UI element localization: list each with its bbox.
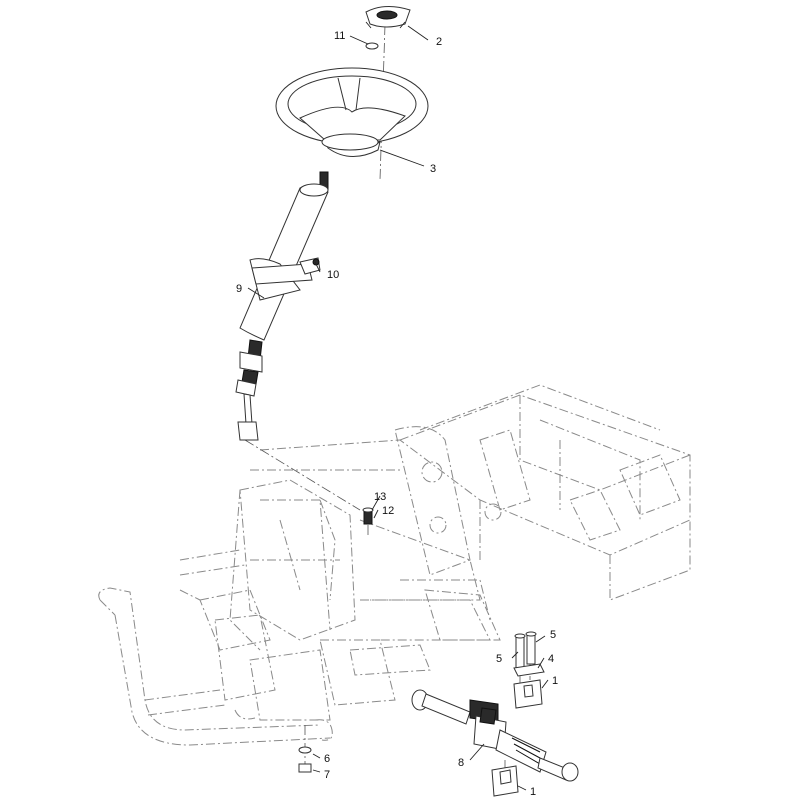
callout-5-left: 5	[496, 653, 502, 665]
washer	[365, 42, 379, 50]
steering-wheel-cap	[365, 6, 411, 29]
callout-11: 11	[334, 30, 345, 42]
callout-2: 2	[436, 36, 442, 48]
callout-12: 12	[382, 505, 394, 517]
lower-clamp-bracket	[491, 765, 519, 797]
callout-1-upper: 1	[552, 675, 558, 687]
callout-leader-lines	[247, 25, 549, 791]
callout-5-right: 5	[550, 629, 556, 641]
upper-clamp-bracket	[513, 679, 543, 709]
universal-joint-shaft	[235, 339, 263, 441]
callout-6: 6	[324, 753, 330, 765]
callout-10: 10	[327, 269, 339, 281]
callout-8: 8	[458, 757, 464, 769]
clamp-plate	[513, 663, 545, 677]
steering-column	[239, 171, 329, 341]
steering-wheel	[275, 67, 429, 157]
callout-1-lower: 1	[530, 786, 536, 798]
callout-9: 9	[236, 283, 242, 295]
callout-labels: 2 11 3 10 9 13 12 5 5 4 1 8 6 7 1	[236, 30, 558, 798]
callout-7: 7	[324, 769, 330, 781]
callout-3: 3	[430, 163, 436, 175]
washer-and-nut	[298, 746, 312, 773]
chassis-frame-phantom	[98, 384, 691, 746]
callout-13: 13	[374, 491, 386, 503]
callout-4: 4	[548, 653, 554, 665]
steering-gear-tie-rod	[411, 689, 579, 782]
pivot-fasteners	[362, 507, 374, 525]
